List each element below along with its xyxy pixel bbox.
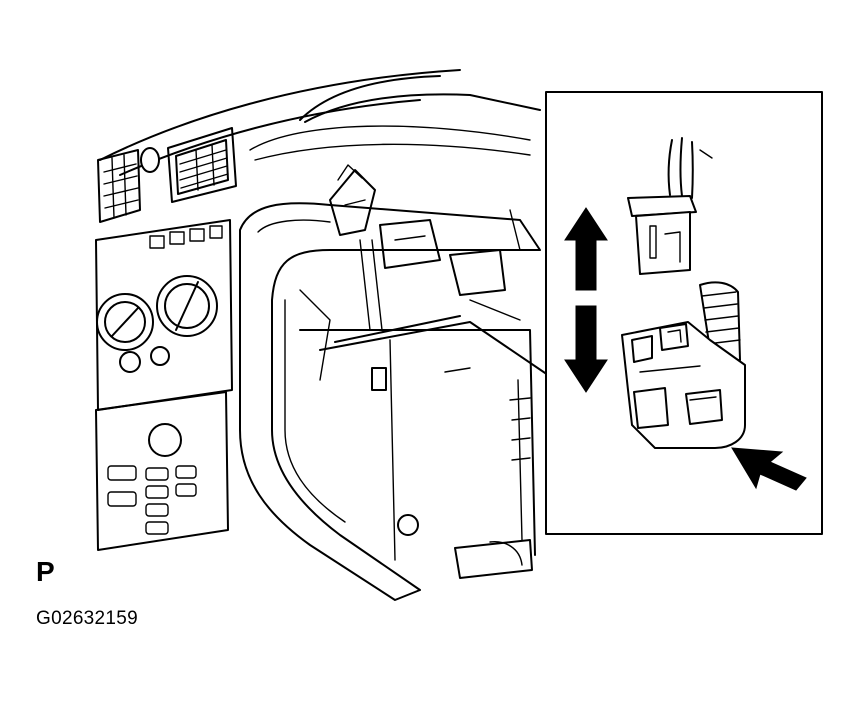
figure-id: G02632159 [36,608,139,629]
release-tab-arrow-icon [731,447,807,491]
lower-panel [299,329,536,561]
wiring-harness [299,164,521,381]
view-letter: P [36,556,55,587]
double-arrow-icon [564,207,608,393]
climate-control-panel [95,219,233,411]
air-vent-center [140,127,237,203]
connector-socket [621,281,746,449]
support-bracket [239,202,541,601]
connector-plug [627,137,713,275]
connector-detail-callout [545,91,823,535]
audio-unit [95,391,229,551]
dashboard-illustration [95,69,549,601]
air-vent-left [97,149,141,223]
leader-line [319,321,549,376]
